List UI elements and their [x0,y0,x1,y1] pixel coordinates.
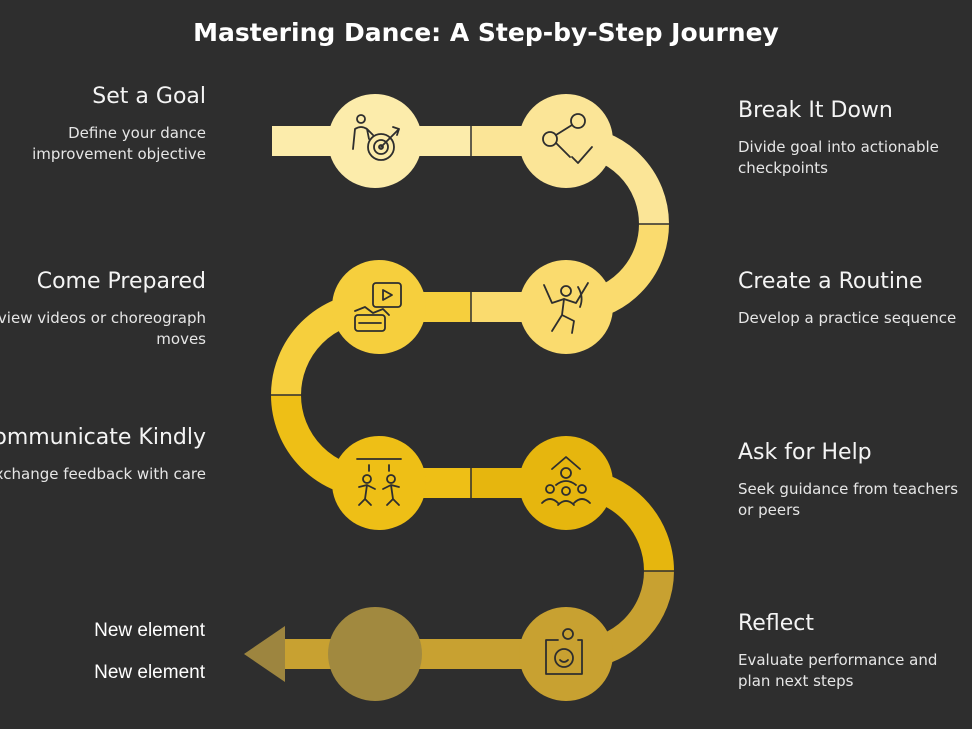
step-title: Ask for Help [738,440,872,465]
new-element-label-1: New element [94,620,205,641]
node-communicate-kindly [332,436,426,530]
step-come-prepared: Come Prepared Review videos or choreogra… [0,267,206,350]
goal-target-icon [352,114,400,161]
step-title: Reflect [738,611,814,636]
node-break-it-down [519,94,613,188]
step-ask-for-help: Ask for Help Seek guidance from teachers… [738,438,968,521]
step-title: Create a Routine [738,269,923,294]
node-create-a-routine [519,260,613,354]
step-description: Develop a practice sequence [738,309,957,327]
new-element-label-2: New element [94,662,205,683]
checkpoints-icon [542,113,593,164]
teacher-group-icon [541,456,591,506]
step-title: Communicate Kindly [0,425,206,450]
end-arrow-head [244,626,285,682]
dancer-icon [543,282,589,334]
people-talking-icon [356,458,402,506]
step-description: Seek guidance from teachers or peers [738,480,959,519]
self-reflection-icon [545,628,583,675]
node-reflect [519,607,613,701]
step-reflect: Reflect Evaluate performance and plan ne… [738,609,968,692]
step-create-a-routine: Create a Routine Develop a practice sequ… [738,267,968,329]
video-play-icon [354,282,402,332]
step-communicate-kindly: Communicate Kindly Exchange feedback wit… [0,423,206,485]
step-set-a-goal: Set a Goal Define your dance improvement… [0,82,206,165]
step-title: Come Prepared [36,269,206,294]
step-description: Define your dance improvement objective [32,124,206,163]
node-empty-final [328,607,422,701]
page-title: Mastering Dance: A Step-by-Step Journey [193,18,779,47]
step-description: Exchange feedback with care [0,465,206,483]
step-description: Evaluate performance and plan next steps [738,651,938,690]
node-ask-for-help [519,436,613,530]
node-set-a-goal [328,94,422,188]
step-break-it-down: Break It Down Divide goal into actionabl… [738,96,968,179]
step-title: Set a Goal [92,84,206,109]
step-description: Review videos or choreograph moves [0,309,206,348]
step-title: Break It Down [738,98,893,123]
step-description: Divide goal into actionable checkpoints [738,138,939,177]
